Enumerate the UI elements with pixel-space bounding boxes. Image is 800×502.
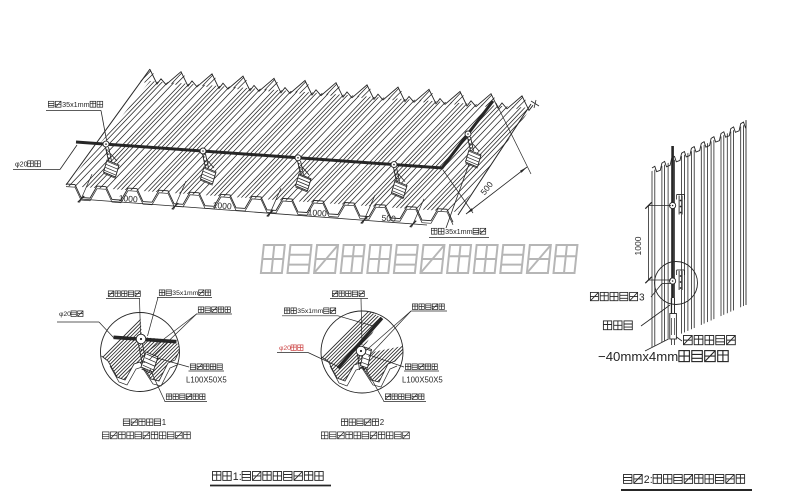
svg-text:1000: 1000 (212, 200, 232, 211)
svg-text:500: 500 (381, 213, 396, 224)
svg-text:φ20: φ20 (15, 160, 28, 169)
svg-text:L100X50X5: L100X50X5 (402, 376, 443, 385)
svg-text:2: 2 (380, 418, 384, 427)
svg-text:35x1mm: 35x1mm (297, 308, 323, 315)
svg-text:35x1mm: 35x1mm (62, 100, 90, 109)
svg-text:35x1mm: 35x1mm (172, 290, 198, 297)
svg-text:1:: 1: (233, 471, 242, 483)
svg-text:−40mmx4mm: −40mmx4mm (598, 349, 678, 364)
svg-text:1000: 1000 (118, 193, 138, 204)
svg-text:2:: 2: (644, 474, 653, 486)
svg-text:1: 1 (162, 418, 166, 427)
svg-text:1000: 1000 (633, 236, 643, 255)
svg-text:L100X50X5: L100X50X5 (186, 376, 227, 385)
svg-text:35x1mm: 35x1mm (445, 227, 473, 236)
svg-text:1000: 1000 (307, 207, 327, 218)
svg-text:φ20: φ20 (59, 311, 71, 318)
svg-text:3: 3 (639, 292, 645, 303)
svg-text:φ20: φ20 (279, 345, 291, 352)
